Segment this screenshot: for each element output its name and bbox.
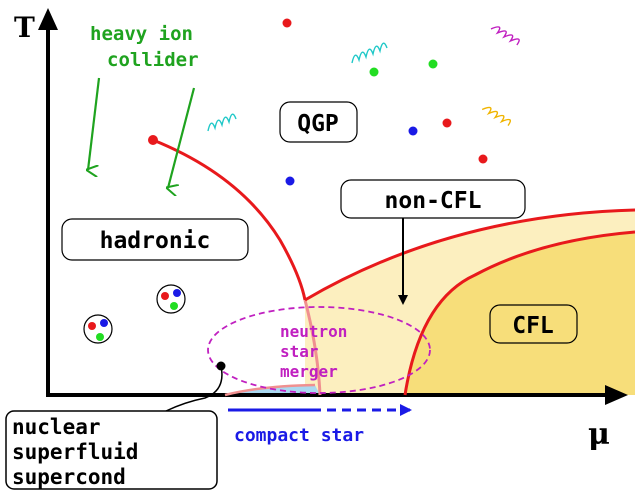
baryon-1-icon bbox=[156, 284, 186, 314]
collider-arrow-right bbox=[168, 87, 196, 188]
collider-label-line1: heavy ion bbox=[90, 23, 193, 45]
collider-label-line2: collider bbox=[107, 49, 199, 71]
gluon-magenta-icon bbox=[490, 26, 520, 46]
nuclear-label-line1: nuclear bbox=[12, 415, 101, 439]
quark-red-top bbox=[282, 18, 292, 28]
nuclear-pointer bbox=[165, 365, 223, 412]
critical-point bbox=[148, 135, 158, 145]
neutron-star-merger-region bbox=[207, 306, 431, 394]
chemical-potential-axis-label: μ bbox=[588, 417, 610, 452]
temperature-axis-label: T bbox=[14, 11, 35, 44]
merger-label-line2: star bbox=[280, 342, 319, 361]
hadronic-label-box bbox=[61, 218, 249, 261]
nuclear-superfluid-region bbox=[225, 385, 320, 395]
hadronic-qgp-boundary bbox=[152, 138, 307, 301]
non-cfl-label: non-CFL bbox=[385, 188, 482, 214]
baryon-2-icon bbox=[83, 314, 113, 344]
qgp-label-box bbox=[279, 101, 358, 143]
gluon-yellow-icon bbox=[481, 106, 511, 126]
nuclear-label-line3: supercond bbox=[12, 465, 126, 489]
merger-label-line3: merger bbox=[280, 362, 338, 381]
nuclear-label-box bbox=[5, 410, 218, 490]
qgp-label: QGP bbox=[297, 111, 339, 137]
noncfl-upper-boundary bbox=[304, 208, 635, 302]
collider-arrow-left bbox=[88, 77, 101, 170]
quark-blue-2 bbox=[285, 176, 295, 186]
quark-green-2 bbox=[428, 59, 438, 69]
gluon-cyan-upper-icon bbox=[351, 42, 388, 64]
nuclear-label-line2: superfluid bbox=[12, 440, 138, 464]
compact-star-label: compact star bbox=[234, 425, 364, 446]
cfl-label-box bbox=[489, 304, 578, 344]
cfl-region bbox=[405, 232, 635, 395]
quark-green-1 bbox=[369, 67, 379, 77]
merger-label-line1: neutron bbox=[280, 322, 347, 341]
hadronic-label: hadronic bbox=[100, 228, 211, 254]
cfl-boundary bbox=[403, 230, 635, 396]
gluon-cyan-left-icon bbox=[207, 113, 237, 132]
temperature-axis-arrowhead bbox=[38, 8, 58, 30]
non-cfl-label-box bbox=[340, 179, 526, 219]
quark-red-3 bbox=[478, 154, 488, 164]
chemical-potential-axis-arrowhead bbox=[605, 385, 628, 405]
quark-red-2 bbox=[442, 118, 452, 128]
quark-blue-1 bbox=[408, 126, 418, 136]
hadronic-boundary-low bbox=[303, 299, 322, 396]
cfl-label: CFL bbox=[512, 313, 554, 339]
